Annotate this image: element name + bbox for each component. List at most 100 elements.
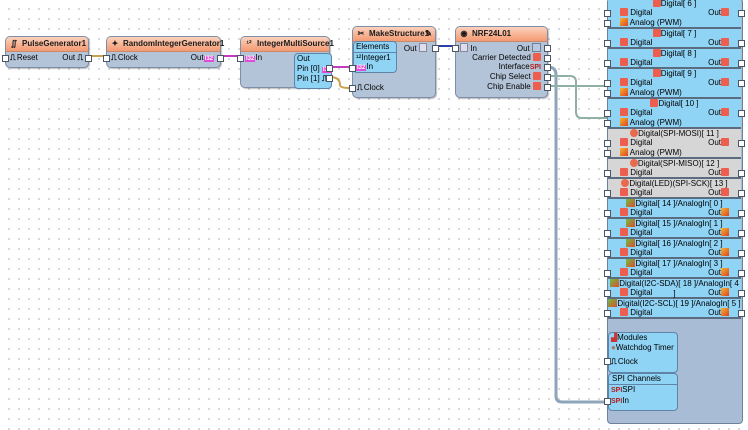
digital-in-port[interactable] — [604, 110, 611, 117]
clock-icon: ⎍ — [77, 53, 83, 62]
out-pin: Out — [517, 43, 541, 53]
in-port[interactable] — [452, 45, 459, 52]
component-header[interactable]: ✂MakeStructure1✎ — [353, 27, 435, 42]
digital-in-port[interactable] — [604, 310, 611, 317]
analog-pwm-port[interactable] — [604, 150, 611, 157]
in-port[interactable] — [237, 55, 244, 62]
clock-port[interactable] — [103, 55, 110, 62]
out-port[interactable] — [738, 210, 745, 217]
out-port[interactable] — [217, 55, 224, 62]
digital-in-port[interactable] — [604, 190, 611, 197]
pulse-generator-component[interactable]: ∬PulseGenerator1 ⎍ Reset Out ⎍ — [2, 36, 92, 68]
modules-label: Modules — [617, 333, 648, 342]
watchdog-timer-item[interactable]: ●Watchdog Timer — [609, 343, 677, 353]
digital-in-port[interactable] — [604, 230, 611, 237]
integer-type-badge: I32 — [203, 56, 214, 62]
digital-icon — [721, 188, 729, 196]
pin0-port[interactable] — [326, 65, 333, 72]
pin-type-icon — [630, 129, 639, 137]
digital-in-port[interactable] — [604, 210, 611, 217]
digital-in-port[interactable] — [604, 80, 611, 87]
out-port[interactable] — [738, 60, 745, 67]
digital-in-port[interactable] — [604, 170, 611, 177]
clock-port[interactable] — [349, 85, 356, 92]
arduino-pin-row[interactable]: Digital(I2C-SCL)[ 19 ]/AnalogIn[ 5 ] Dig… — [604, 299, 745, 319]
digital-in-port[interactable] — [604, 60, 611, 67]
out-port[interactable] — [738, 170, 745, 177]
digital-in-pin: Digital — [620, 168, 652, 178]
out-port[interactable] — [85, 55, 92, 62]
digital-in-port[interactable] — [604, 40, 611, 47]
out-port[interactable] — [738, 290, 745, 297]
out-port[interactable] — [738, 10, 745, 17]
component-title: PulseGenerator1 — [22, 39, 87, 48]
out-port[interactable] — [544, 45, 551, 52]
pin-label: Digital — [630, 168, 653, 177]
out-port[interactable] — [738, 310, 745, 317]
digital-icon — [620, 168, 628, 176]
out-port[interactable] — [738, 110, 745, 117]
digital-in-port[interactable] — [604, 10, 611, 17]
chip-select-port[interactable] — [544, 74, 551, 81]
spi-in-port[interactable] — [604, 398, 611, 405]
spi-channels-group[interactable]: SPI Channels SPISPI SPIIn — [608, 373, 678, 411]
component-header[interactable]: ∬PulseGenerator1 — [6, 37, 88, 52]
integer1-element[interactable]: ¹²Integer1 — [356, 53, 391, 63]
carrier-detected-port[interactable] — [544, 55, 551, 62]
modules-icon: ▟ — [611, 333, 618, 342]
out-port[interactable] — [738, 80, 745, 87]
digital-in-port[interactable] — [604, 270, 611, 277]
make-structure-component[interactable]: ✂MakeStructure1✎ Out Elements ¹²Integer1… — [349, 26, 439, 98]
integer1-in-port[interactable] — [349, 65, 356, 72]
random-generator-component[interactable]: ✦RandomIntegerGenerator1 ⎍ Clock OutI32 — [103, 36, 224, 68]
modules-group[interactable]: ▟Modules ●Watchdog Timer ⎍ Clock — [608, 332, 678, 373]
interface-port[interactable] — [544, 64, 551, 71]
digital-in-port[interactable] — [604, 140, 611, 147]
reset-port[interactable] — [2, 55, 9, 62]
watchdog-clock-port[interactable] — [604, 358, 611, 365]
elements-title: Elements — [354, 42, 396, 53]
out-port[interactable] — [432, 45, 439, 52]
spi-item[interactable]: SPISPI — [609, 385, 677, 395]
analog-pwm-port[interactable] — [604, 120, 611, 127]
out-port[interactable] — [738, 250, 745, 257]
digital-in-port[interactable] — [604, 250, 611, 257]
wire-pin1-to-clock — [329, 76, 351, 89]
nrf24l01-component[interactable]: ◉NRF24L01 In Out Carrier Detected Interf… — [452, 26, 551, 98]
component-header[interactable]: ◉NRF24L01 — [456, 27, 547, 42]
out-port[interactable] — [738, 230, 745, 237]
out-port[interactable] — [738, 270, 745, 277]
analog-pwm-port[interactable] — [604, 20, 611, 27]
clock-icon: ⎍ — [10, 53, 16, 62]
out-port[interactable] — [738, 190, 745, 197]
chip-enable-port[interactable] — [544, 84, 551, 91]
out-port[interactable] — [738, 140, 745, 147]
analog-pwm-port[interactable] — [604, 90, 611, 97]
elements-group[interactable]: Elements ¹²Integer1 I32In — [353, 41, 397, 73]
pin-title-label: Digital(I2C-SDA)[ 18 ]/AnalogIn[ 4 ] — [619, 279, 739, 298]
digital-in-pin: Digital — [620, 38, 652, 48]
pin1-port[interactable] — [326, 75, 333, 82]
digital-icon — [721, 138, 729, 146]
pin-type-icon — [608, 299, 618, 307]
digital-in-port[interactable] — [604, 290, 611, 297]
pin-type-icon — [652, 49, 661, 57]
arduino-pin-row[interactable]: Digital(I2C-SDA)[ 18 ]/AnalogIn[ 4 ] Dig… — [604, 279, 745, 299]
out-port[interactable] — [738, 40, 745, 47]
component-header[interactable]: ✦RandomIntegerGenerator1 — [107, 37, 224, 52]
